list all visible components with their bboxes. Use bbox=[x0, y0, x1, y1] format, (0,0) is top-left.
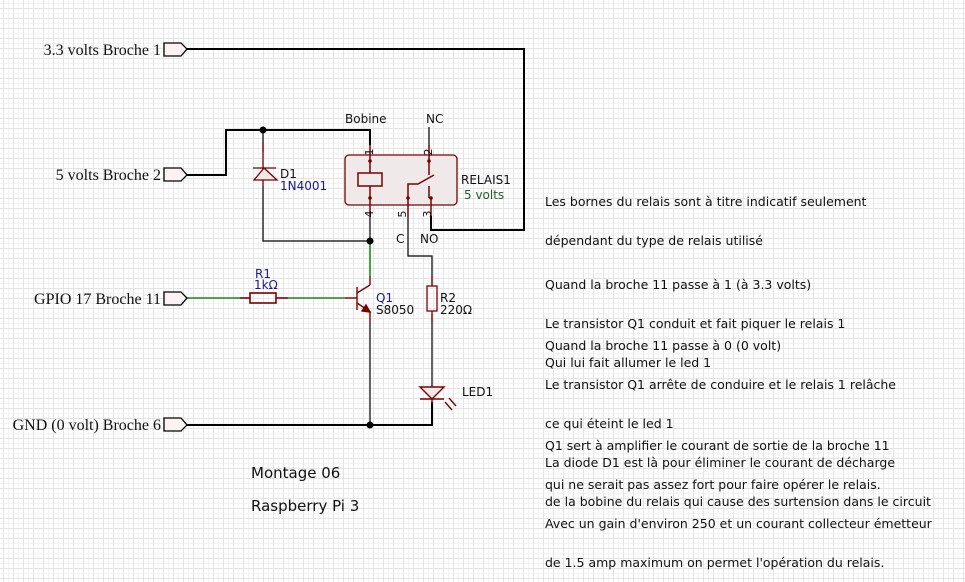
relay-body bbox=[344, 154, 458, 206]
resistor-icon bbox=[249, 292, 277, 304]
led-ref: LED1 bbox=[462, 385, 493, 399]
transistor-q1[interactable] bbox=[345, 276, 372, 322]
relay-pin-1: 1 bbox=[363, 149, 376, 156]
port-gpio-label: GPIO 17 Broche 11 bbox=[34, 291, 161, 308]
port-5v-label: 5 volts Broche 2 bbox=[56, 167, 161, 184]
note-relay-pins: Les bornes du relais sont à titre indica… bbox=[545, 194, 867, 248]
diode-ref: D1 bbox=[280, 167, 297, 181]
led-light-arrow-icon bbox=[448, 397, 457, 407]
r2-ref: R2 bbox=[440, 291, 456, 305]
relay-pin-3: 3 bbox=[421, 211, 434, 218]
r1-value: 1kΩ bbox=[254, 278, 278, 292]
relay-nc-label: NC bbox=[426, 112, 443, 126]
relay-pin-4: 4 bbox=[363, 211, 376, 218]
note-q1-amplifier: Q1 sert à amplifier le courant de sortie… bbox=[545, 438, 932, 570]
port-gnd-label: GND (0 volt) Broche 6 bbox=[13, 417, 161, 434]
wire-common bbox=[407, 216, 433, 285]
diode-icon bbox=[252, 167, 279, 181]
port-5v-connector[interactable] bbox=[163, 167, 188, 182]
relay-c-label: C bbox=[396, 232, 404, 246]
junction-dot bbox=[366, 421, 374, 429]
resistor-icon bbox=[426, 285, 438, 312]
led-light-arrow-icon bbox=[444, 401, 453, 411]
relay-coil-label: Bobine bbox=[345, 112, 387, 126]
diagram-title: Montage 06 bbox=[251, 464, 341, 482]
transistor-emitter-arrow-icon bbox=[360, 303, 372, 313]
junction-dot bbox=[366, 237, 374, 245]
relay-switch-icon bbox=[407, 174, 435, 198]
wires bbox=[187, 48, 525, 426]
wire-diode-bottom bbox=[262, 186, 370, 242]
relay-no-label: NO bbox=[420, 232, 438, 246]
port-3v3-connector[interactable] bbox=[163, 42, 188, 57]
relay-value: 5 volts bbox=[464, 188, 504, 202]
wire-5v bbox=[187, 129, 371, 176]
diode-value: 1N4001 bbox=[280, 179, 327, 193]
r2-value: 220Ω bbox=[440, 303, 472, 317]
relay-ref: RELAIS1 bbox=[461, 173, 511, 187]
q1-value: S8050 bbox=[376, 303, 414, 317]
diode-d1[interactable] bbox=[252, 143, 279, 186]
wire-3v3 bbox=[187, 48, 525, 231]
led1[interactable] bbox=[418, 386, 457, 411]
port-gnd-connector[interactable] bbox=[163, 417, 188, 432]
port-gpio-connector[interactable] bbox=[163, 291, 188, 306]
junction-dot bbox=[259, 126, 267, 134]
relay[interactable]: 1 2 4 5 3 RELAIS1 5 volts bbox=[344, 145, 511, 218]
resistor-r2[interactable] bbox=[426, 276, 438, 322]
r1-ref: R1 bbox=[255, 267, 271, 281]
relay-pin-5: 5 bbox=[396, 211, 409, 218]
led-icon bbox=[418, 386, 446, 400]
note-pin-high: Quand la broche 11 passe à 1 (à 3.3 volt… bbox=[545, 277, 846, 370]
schematic: 3.3 volts Broche 1 5 volts Broche 2 GPIO… bbox=[13, 42, 525, 434]
diagram-subtitle: Raspberry Pi 3 bbox=[251, 497, 360, 515]
wire-gnd bbox=[187, 402, 433, 426]
q1-ref: Q1 bbox=[376, 291, 393, 305]
port-3v3-label: 3.3 volts Broche 1 bbox=[44, 42, 161, 59]
note-pin-low: Quand la broche 11 passe à 0 (0 volt) Le… bbox=[545, 338, 931, 509]
relay-pin-2: 2 bbox=[422, 149, 435, 156]
resistor-r1[interactable] bbox=[240, 292, 288, 304]
